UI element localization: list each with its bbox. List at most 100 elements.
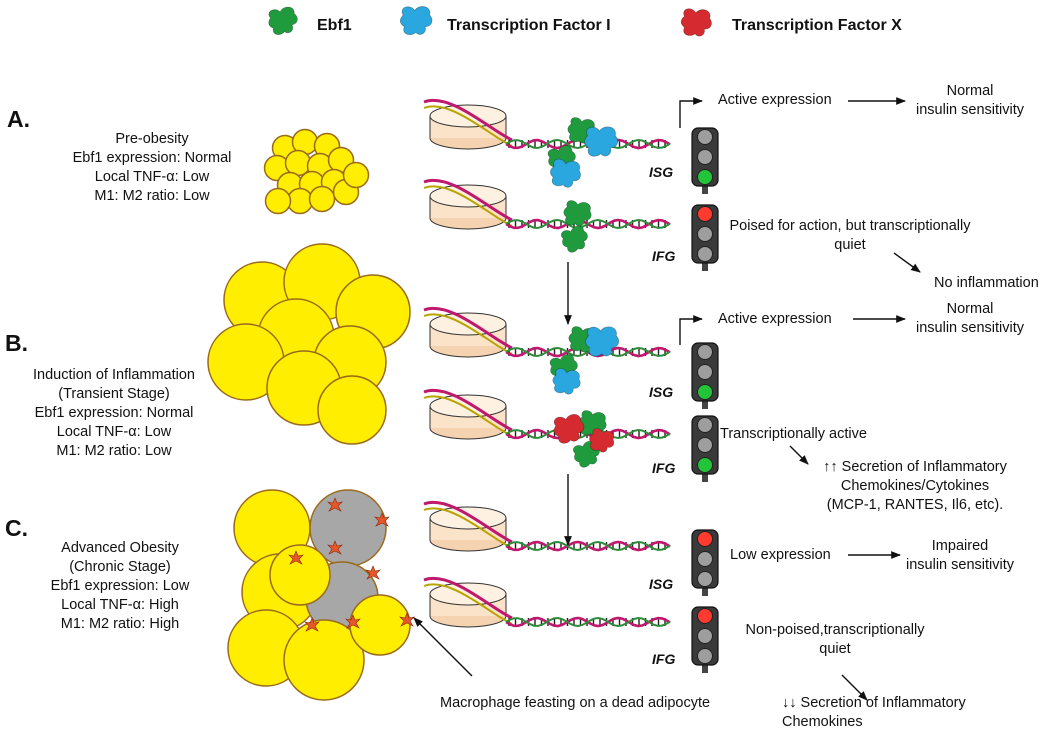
macrophage-icon [288,550,304,565]
macrophage-shape [288,550,304,565]
tf1-bound-a-isg [550,158,581,188]
traffic-light-lamp [697,206,713,222]
dna-wrap [423,388,513,432]
macrophage-icon [374,512,390,527]
traffic-light-lamp [697,226,713,242]
section-a-ifg-label: IFG [652,248,676,264]
macrophage-shape [374,512,390,527]
obese-adipocyte [269,544,331,606]
tf1-bound-a-isg-shape [584,126,619,157]
dna-wrap [423,395,513,437]
traffic-light-lamp [697,437,713,453]
status-line: Poised for action, but transcriptionally [729,218,971,234]
macrophage-shape [304,617,320,632]
status-line: Non-poised,transcriptionally [745,622,925,638]
dna-wrap [423,313,513,355]
traffic-light-a-isg [691,127,719,194]
section-b-ifg-status: Transcriptionally active [720,426,867,442]
tfx-bound-b-ifg [553,414,585,444]
traffic-light-pole [702,399,708,409]
section-b-isg-label: ISG [649,384,674,400]
tfx-bound-b-ifg-shape [589,428,615,453]
tfx-legend-icon [680,8,712,37]
dna-strand [505,218,671,230]
macrophage-icon [345,614,361,629]
section-b-isg-status: Active expression [718,311,832,327]
section-a-isg-outcome: Normal insulin sensitivity [890,82,1050,120]
outcome-line: insulin sensitivity [916,102,1024,118]
large-adipocyte [317,375,387,445]
dna-wrap [423,105,513,147]
section-b-letter: B. [5,330,28,356]
tfx-bound-b-ifg [589,428,615,453]
traffic-light-lamp [697,384,713,400]
tf1-bound-b-isg [552,368,581,395]
outcome-line: Impaired [931,538,989,554]
section-b-line: (Transient Stage) [58,386,170,402]
tfx-legend-icon-shape [680,8,712,37]
section-a-ifg-outcome: No inflammation [934,275,1039,291]
traffic-light-c-ifg [691,606,719,673]
macrophage-icon [365,565,381,580]
nucleosome-top [429,582,507,606]
section-c-isg-status: Low expression [730,547,831,563]
outcome-line: (MCP-1, RANTES, Il6, etc). [826,497,1004,513]
legend-tf1-label: Transcription Factor I [447,17,611,34]
tf1-bound-a-isg-shape [550,158,581,188]
arrow-macrophage-pointer [413,617,473,677]
nucleosome-top [429,104,507,128]
arrow-b-ifg-outcome [789,445,809,465]
traffic-light-lamp [697,149,713,165]
macrophage-shape [345,614,361,629]
dna-wrap [423,507,513,549]
traffic-light-b-ifg [691,415,719,482]
tf1-bound-b-isg [585,326,620,357]
outcome-line: ↑↑ Secretion of Inflammatory [823,459,1007,475]
tfx-bound-b-ifg-shape [553,414,585,444]
ebf1-bound-a-ifg [563,200,592,227]
legend-ebf1-label: Ebf1 [317,17,352,34]
traffic-light-lamp [697,531,713,547]
nucleosome-top [429,184,507,208]
traffic-light-lamp [697,129,713,145]
traffic-light-pole [702,261,708,271]
section-b-ifg-outcome: ↑↑ Secretion of Inflammatory Chemokines/… [790,458,1040,515]
arrow-a-isg-up [679,97,703,128]
section-c-description: Advanced Obesity (Chronic Stage) Ebf1 ex… [30,539,210,634]
macrophage-shape [365,565,381,580]
arrow-c-ifg-outcome [841,674,868,701]
section-b-line: M1: M2 ratio: Low [56,443,172,459]
outcome-line: Chemokines/Cytokines [840,478,990,494]
section-b-description: Induction of Inflammation (Transient Sta… [14,366,214,461]
small-adipocyte [308,185,336,213]
dna-wrap [423,583,513,625]
dna-wrap [423,500,513,544]
section-a-ifg-status: Poised for action, but transcriptionally… [720,217,980,255]
traffic-light-b-isg [691,342,719,409]
dna-wrap [423,98,513,142]
macrophage-icon [304,617,320,632]
traffic-light-lamp [697,551,713,567]
section-b-isg-outcome: Normal insulin sensitivity [890,300,1050,338]
section-a-isg-status: Active expression [718,92,832,108]
dna-strand [505,616,671,628]
ebf1-legend-icon-shape [268,6,298,35]
section-b-line: Local TNF-α: Low [56,424,172,440]
small-adipocyte [284,149,312,177]
traffic-light-pole [702,472,708,482]
macrophage-icon [327,497,343,512]
section-a-isg-label: ISG [649,164,674,180]
ebf1-bound-a-ifg-shape [563,200,592,227]
section-c-line: Advanced Obesity [61,540,179,556]
outcome-line: Normal [946,83,994,99]
dna-b-isg [423,306,671,358]
tf1-legend-icon-shape [399,6,433,36]
traffic-light-pole [702,663,708,673]
dna-a-isg [423,98,671,150]
traffic-light-lamp [697,457,713,473]
dna-c-ifg [423,576,671,628]
section-a-line: Local TNF-α: Low [94,169,210,185]
traffic-light-a-ifg [691,204,719,271]
section-c-line: M1: M2 ratio: High [60,616,180,632]
outcome-line: insulin sensitivity [916,320,1024,336]
